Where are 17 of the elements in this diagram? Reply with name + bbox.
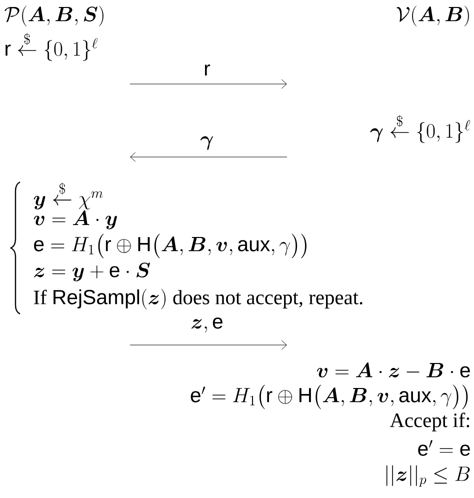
formula: $\boldsymbol{v}=\boldsymbol{A}\cdot\boldsymbol{y}$ — [34, 210, 117, 230]
party-name: $\mathcal{P}(\boldsymbol{A},\boldsymbol{B},\boldsymbol{S})$ — [4, 6, 104, 26]
formula: $\mathsf{r}\overset{\$}{\leftarrow}\{0,1\}^{\ell}$ — [6, 33, 98, 61]
formula: $\mathsf{e}=H_1\big(\mathsf{r}\oplus\mathsf{H}\big(\boldsymbol{A},\boldsymbol{B},\boldsymbol{v},\mathsf{aux},\gamma\big)\big)$ — [34, 234, 306, 258]
arrow-label: $\boldsymbol{\gamma}$ — [200, 136, 213, 150]
formula: $\boldsymbol{y}\overset{\$}{\leftarrow}\chi^{m}$ — [34, 182, 103, 210]
formula: $\boldsymbol{z}=\boldsymbol{y}+\mathsf{e}\cdot\boldsymbol{S}$ — [34, 262, 150, 282]
arrow-label: $\boldsymbol{z},\mathsf{e}$ — [192, 318, 222, 332]
formula: $\mathsf{e}'=H_1\big(\mathsf{r}\oplus\mathsf{H}\big(\boldsymbol{A},\boldsymbol{B},\boldsymbol{v},\mathsf{aux},\gamma\big)\big)$ — [190, 384, 468, 410]
formula: $\boldsymbol{v}=\boldsymbol{A}\cdot\boldsymbol{z}-\boldsymbol{B}\cdot\mathsf{e}$ — [316, 362, 470, 378]
formula: $\text{If }\mathsf{RejSampl}(\boldsymbol{z})\text{ does not accept, repeat.}$ — [34, 288, 362, 310]
formula: $\mathsf{e}'=\mathsf{e}$ — [418, 440, 470, 456]
formula: $||\boldsymbol{z}||_p\leq B$ — [386, 465, 470, 487]
arrow-label: $\mathsf{r}$ — [204, 64, 210, 76]
party-name: $\mathcal{V}(\boldsymbol{A},\boldsymbol{B})$ — [396, 6, 469, 26]
formula: $\boldsymbol{\gamma}\overset{\$}{\leftarrow}\{0,1\}^{\ell}$ — [370, 115, 470, 143]
text: Accept if: — [390, 412, 470, 432]
